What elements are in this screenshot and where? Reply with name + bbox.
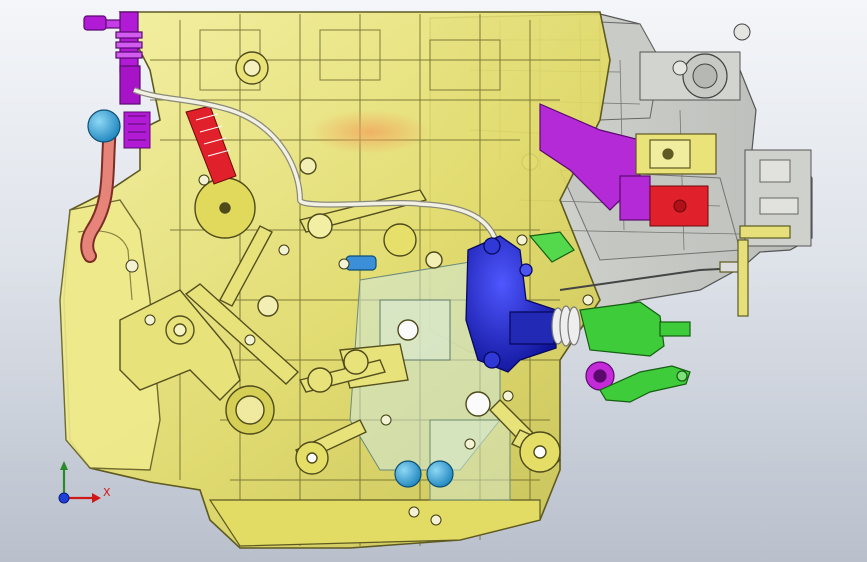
y-axis-arrowhead (60, 461, 68, 470)
fasteners[interactable] (125, 174, 594, 526)
bosses[interactable] (194, 51, 561, 475)
z-axis-dot (58, 492, 70, 504)
clutch-actuator[interactable] (465, 235, 557, 373)
cyan-plugs[interactable] (345, 255, 454, 488)
x-axis-label: X (103, 486, 111, 499)
cable-bracket[interactable] (559, 133, 791, 317)
slave-cylinder-fitting[interactable] (528, 231, 691, 403)
breather-hose[interactable] (80, 109, 151, 263)
purple-linkage[interactable] (83, 11, 651, 391)
orientation-triad: X (58, 461, 111, 504)
red-components[interactable] (185, 105, 709, 227)
x-axis-arrowhead (92, 493, 101, 503)
vent-tube[interactable] (132, 87, 503, 263)
